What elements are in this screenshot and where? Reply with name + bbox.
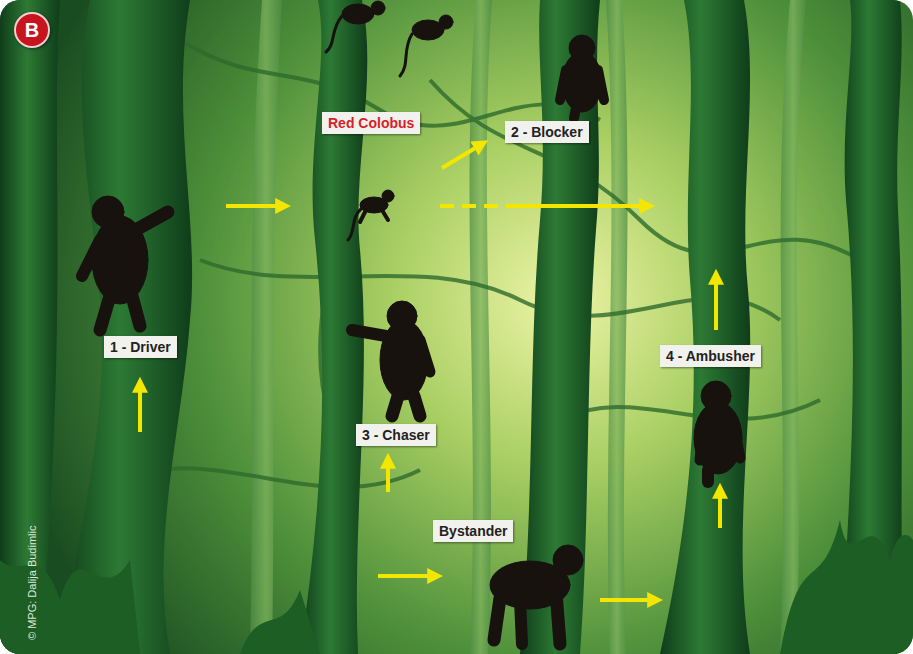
label-text: 2 - Blocker	[511, 124, 583, 140]
label-text: B	[25, 19, 39, 41]
section-badge: B	[14, 12, 50, 48]
bystander-chimp	[490, 545, 583, 644]
driver-chimp	[82, 196, 168, 330]
role-label: 2 - Blocker	[505, 121, 589, 143]
label-text: Bystander	[439, 523, 507, 539]
arrow	[138, 384, 142, 432]
ambusher-chimp	[694, 381, 742, 482]
role-label: Bystander	[433, 520, 513, 542]
arrow	[600, 598, 656, 602]
chaser-chimp	[352, 301, 430, 416]
arrow	[386, 460, 390, 492]
label-text: 3 - Chaser	[362, 427, 430, 443]
role-label: 4 - Ambusher	[660, 345, 761, 367]
prey-label: Red Colobus	[322, 112, 420, 134]
red-colobus-monkey	[348, 190, 394, 240]
label-text: 4 - Ambusher	[666, 348, 755, 364]
arrow	[226, 204, 284, 208]
blocker-chimp	[560, 35, 604, 118]
arrow	[442, 144, 482, 168]
monkeys	[326, 1, 453, 76]
chimpanzees	[82, 1, 742, 644]
role-label: 1 - Driver	[104, 336, 177, 358]
undergrowth	[0, 520, 913, 654]
copyright-credit: © MPG: Dalija Budimlic	[26, 526, 39, 640]
role-label: 3 - Chaser	[356, 424, 436, 446]
label-text: Red Colobus	[328, 115, 414, 131]
arrow	[714, 276, 718, 330]
arrow	[508, 204, 648, 208]
arrow	[378, 574, 436, 578]
movement-arrows	[140, 144, 720, 600]
arrow	[718, 490, 722, 528]
far-trees	[20, 0, 806, 654]
label-text: 1 - Driver	[110, 339, 171, 355]
dashed-arrow	[440, 204, 508, 208]
